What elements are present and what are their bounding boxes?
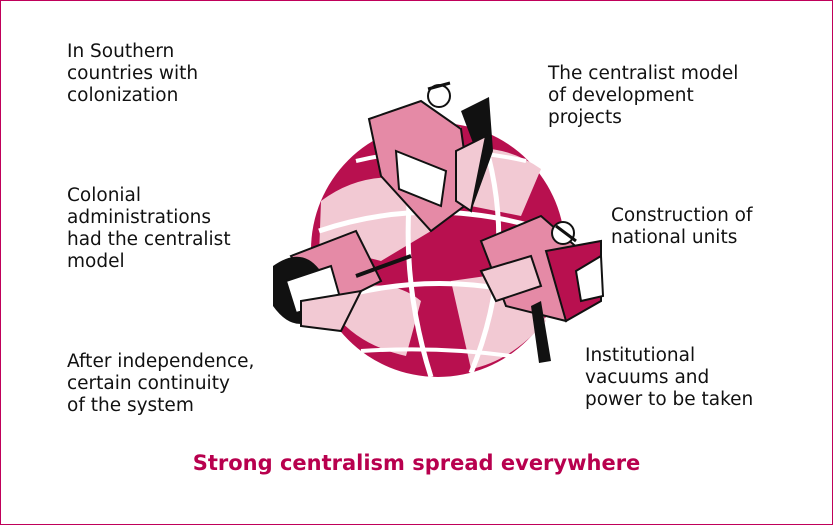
label-institutional-vacuums: Institutional vacuums and power to be ta…: [585, 345, 754, 410]
figure-top-icon: [367, 81, 493, 233]
label-national-units: Construction of national units: [611, 205, 753, 248]
figure-left-icon: [273, 229, 412, 333]
label-colonial-administrations: Colonial administrations had the central…: [67, 185, 231, 272]
label-southern-countries: In Southern countries with colonization: [67, 41, 199, 106]
label-after-independence: After independence, certain continuity o…: [67, 351, 255, 416]
figure-right-icon: [479, 214, 605, 363]
slide-title: Strong centralism spread everywhere: [192, 451, 641, 475]
label-centralist-model: The centralist model of development proj…: [548, 63, 739, 128]
